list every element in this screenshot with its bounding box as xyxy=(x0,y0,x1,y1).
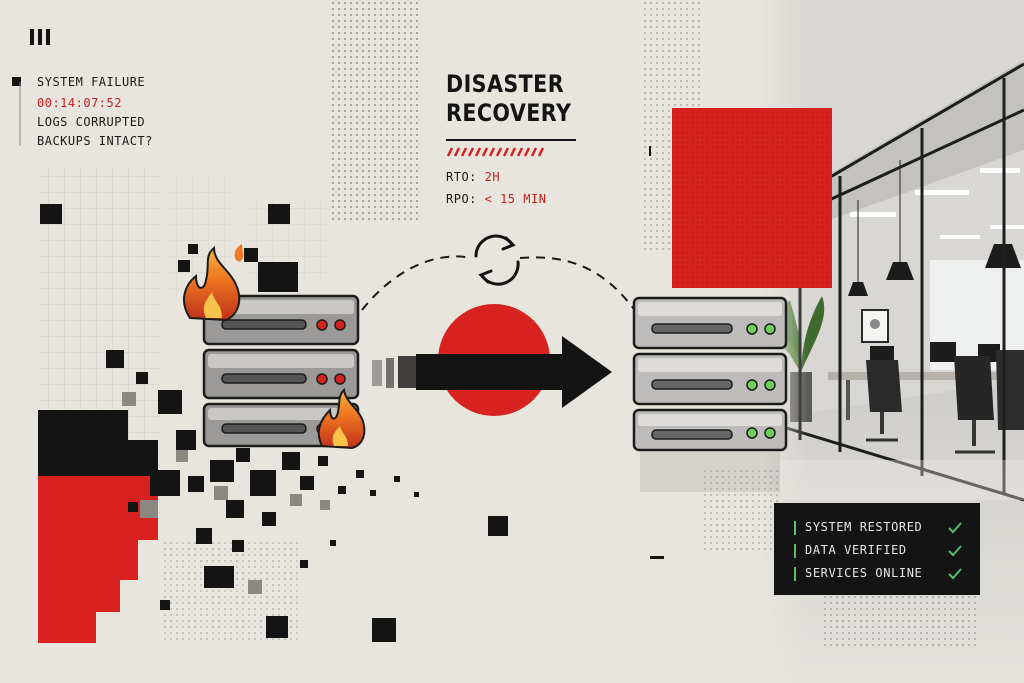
log-line: BACKUPS INTACT? xyxy=(37,134,153,148)
fire-icon-bottom xyxy=(317,387,366,450)
status-bar xyxy=(794,543,796,558)
fire-icon-top xyxy=(182,244,244,322)
check-icon xyxy=(948,568,962,580)
red-square-accent xyxy=(672,108,832,288)
metric-rpo: RPO: < 15 MIN xyxy=(446,192,546,206)
status-label: DATA VERIFIED xyxy=(805,543,907,557)
pixel-debris xyxy=(38,204,664,642)
status-label: SERVICES ONLINE xyxy=(805,566,923,580)
status-item: DATA VERIFIED xyxy=(794,543,907,558)
log-marker xyxy=(12,77,21,86)
status-bar xyxy=(794,566,796,581)
status-panel: SYSTEM RESTORED DATA VERIFIED SERVICES O… xyxy=(774,503,980,595)
log-line: LOGS CORRUPTED xyxy=(37,115,146,129)
status-item: SYSTEM RESTORED xyxy=(794,520,922,535)
check-icon xyxy=(948,545,962,557)
restored-server xyxy=(632,296,788,492)
red-corruption-block xyxy=(38,476,158,643)
log-line: SYSTEM FAILURE xyxy=(37,75,146,89)
log-line: 00:14:07:52 xyxy=(37,96,122,110)
metric-label: RTO: xyxy=(446,170,485,184)
status-bar xyxy=(794,520,796,535)
metric-rto: RTO: 2H xyxy=(446,170,500,184)
menu-icon xyxy=(30,29,50,45)
check-icon xyxy=(948,522,962,534)
headline-line-1: DISASTER xyxy=(446,70,565,98)
sync-icon xyxy=(474,234,520,286)
dashed-path-left xyxy=(361,255,471,311)
headline-line-2: RECOVERY xyxy=(446,99,572,127)
status-label: SYSTEM RESTORED xyxy=(805,520,923,534)
metric-label: RPO: xyxy=(446,192,485,206)
status-item: SERVICES ONLINE xyxy=(794,566,922,581)
transfer-arrow xyxy=(372,336,612,408)
dashed-path-right xyxy=(519,256,637,313)
grey-debris xyxy=(122,392,330,594)
title-hatch xyxy=(446,147,545,157)
headline: DISASTER RECOVERY xyxy=(446,70,571,128)
metric-value: < 15 MIN xyxy=(484,192,547,206)
metric-value: 2H xyxy=(484,170,501,184)
